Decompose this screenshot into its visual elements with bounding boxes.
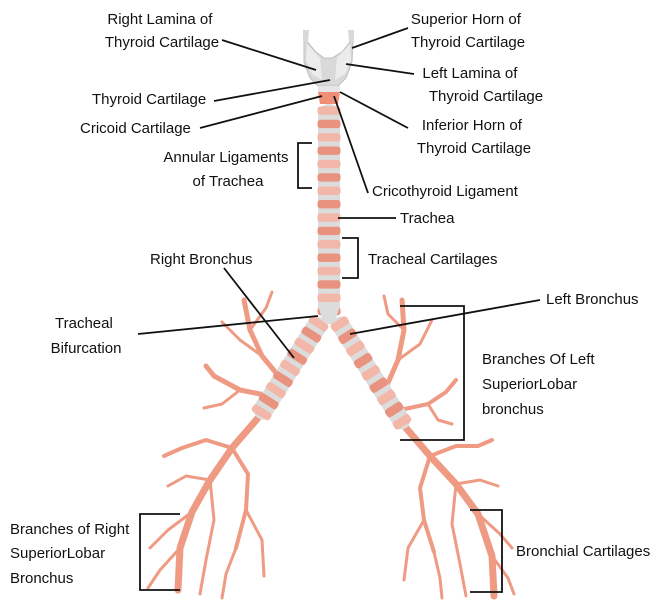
branch-right-mid-a xyxy=(204,390,240,408)
label-left-lamina: Left Lamina of Thyroid Cartilage xyxy=(422,65,543,105)
trachea-tube-ring xyxy=(318,227,341,235)
label-cricoid-cartilage: Cricoid Cartilage xyxy=(80,120,191,137)
trachea-tube-ring xyxy=(318,267,341,275)
leader-tracheal-bifurcation xyxy=(138,316,318,334)
label-right-bronchus: Right Bronchus xyxy=(150,251,253,268)
branch-left-lower-a xyxy=(430,440,492,456)
superior-horn-left xyxy=(348,30,354,42)
trachea-tube-ring xyxy=(318,240,341,248)
branch-right-lower-c xyxy=(232,448,248,548)
label-branches-right: Branches of Right SuperiorLobar Bronchus xyxy=(10,521,133,587)
cricothyroid-ligament-shape xyxy=(318,86,340,92)
branch-left-main xyxy=(406,428,494,596)
label-bronchial-cartilages: Bronchial Cartilages xyxy=(516,543,650,560)
label-branches-left-line1: Branches Of Left xyxy=(482,351,595,368)
label-branches-left: Branches Of Left SuperiorLobar bronchus xyxy=(482,351,599,418)
trachea-tube xyxy=(318,104,341,318)
trachea-tube-ring xyxy=(318,173,341,181)
label-left-lamina-line1: Left Lamina of xyxy=(422,65,518,82)
label-tracheal-bifurcation-line2: Bifurcation xyxy=(51,340,122,357)
branch-left-lower-c xyxy=(420,456,434,552)
label-right-lamina-line2: Thyroid Cartilage xyxy=(105,34,219,51)
label-tracheal-cartilages: Tracheal Cartilages xyxy=(368,251,498,268)
larynx xyxy=(303,30,354,104)
trachea-tube-ring xyxy=(318,160,341,168)
bracket-annular-ligaments xyxy=(298,143,312,188)
bronchial-tree xyxy=(148,292,514,598)
label-superior-horn: Superior Horn of Thyroid Cartilage xyxy=(411,11,525,51)
trachea-tube-ring xyxy=(318,187,341,195)
label-left-bronchus: Left Bronchus xyxy=(546,291,639,308)
trachea-tube-ring xyxy=(318,280,341,288)
branch-left-lower-h xyxy=(434,552,442,598)
label-superior-horn-line2: Thyroid Cartilage xyxy=(411,34,525,51)
trachea-tube-ring xyxy=(318,294,341,302)
label-branches-left-line3: bronchus xyxy=(482,401,544,418)
branch-left-lower-b xyxy=(456,480,498,486)
bracket-tracheal-cartilages xyxy=(342,238,358,278)
label-left-lamina-line2: Thyroid Cartilage xyxy=(429,88,543,105)
trachea-tube-ring xyxy=(318,200,341,208)
branch-right-lower-a xyxy=(164,440,232,456)
trachea-tube-ring xyxy=(318,213,341,221)
label-inferior-horn-line1: Inferior Horn of xyxy=(422,117,523,134)
label-branches-right-line3: Bronchus xyxy=(10,570,73,587)
leader-left-lamina xyxy=(346,64,414,74)
label-cricothyroid-ligament: Cricothyroid Ligament xyxy=(372,183,519,200)
label-tracheal-bifurcation: Tracheal Bifurcation xyxy=(51,315,122,357)
label-superior-horn-line1: Superior Horn of xyxy=(411,11,522,28)
label-thyroid-cartilage: Thyroid Cartilage xyxy=(92,91,206,108)
trachea-tube-ring xyxy=(318,133,341,141)
leader-right-lamina xyxy=(222,40,316,70)
trachea-tube-ring xyxy=(318,120,341,128)
right-bronchus-tube xyxy=(249,312,331,423)
trachea-tube-ring xyxy=(318,106,341,114)
left-lamina-shape xyxy=(335,44,351,80)
leader-superior-horn xyxy=(352,28,408,48)
label-branches-right-line2: SuperiorLobar xyxy=(10,545,105,562)
label-branches-left-line2: SuperiorLobar xyxy=(482,376,577,393)
trachea-tube-ring xyxy=(318,254,341,262)
branch-right-lower-d xyxy=(246,510,264,576)
label-trachea: Trachea xyxy=(400,210,455,227)
label-branches-right-line1: Branches of Right xyxy=(10,521,130,538)
superior-horn-right xyxy=(303,30,309,42)
label-inferior-horn-line2: Thyroid Cartilage xyxy=(417,140,531,157)
label-right-lamina: Right Lamina of Thyroid Cartilage xyxy=(105,11,219,51)
leader-inferior-horn xyxy=(340,92,408,128)
label-right-lamina-line1: Right Lamina of xyxy=(107,11,213,28)
branch-left-lower-e xyxy=(452,484,466,596)
branch-right-lower-h xyxy=(222,548,236,598)
label-annular-ligaments-line1: Annular Ligaments xyxy=(163,149,288,166)
label-tracheal-bifurcation-line1: Tracheal xyxy=(55,315,113,332)
label-inferior-horn: Inferior Horn of Thyroid Cartilage xyxy=(417,117,531,157)
label-annular-ligaments: Annular Ligaments of Trachea xyxy=(163,149,292,190)
branch-left-lower-d xyxy=(404,520,424,580)
branch-left-mid-a xyxy=(428,404,452,424)
label-annular-ligaments-line2: of Trachea xyxy=(193,173,265,190)
trachea-tube-ring xyxy=(318,147,341,155)
